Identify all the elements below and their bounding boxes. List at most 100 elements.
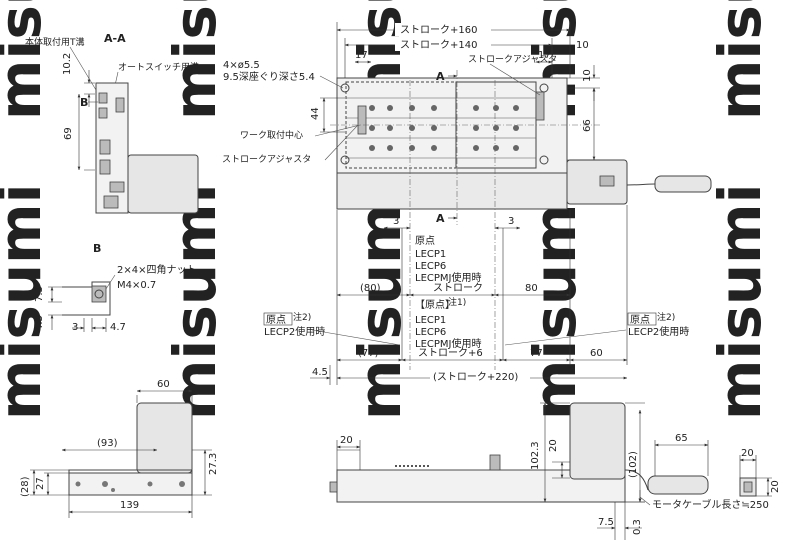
dim-17-right: 17 [538,50,551,61]
dim-stroke-plus-220: (ストローク+220) [433,371,518,383]
section-mark-bottom: A [436,212,445,225]
dim-60-end: 60 [157,379,170,390]
side-view: 20 102.3 20 (102) 65 20 20 モータケーブル長さ≒250… [329,402,781,540]
body-mount-slot-label: 本体取付用T溝 [25,36,85,48]
nut-spec-label: 2×4×四角ナット [117,264,196,276]
dim-20-conn-b: 20 [770,480,781,493]
dim-3-right: 3 [508,216,514,227]
dim-stroke-160: ストローク+160 [400,24,477,36]
section-mark-top: A [436,70,445,83]
origin-left-label: 原点 [266,314,286,326]
lecp2-right-label: LECP2使用時 [628,325,689,338]
work-mount-center-label: ワーク取付中心 [240,129,303,141]
lecp1-label-b: LECP1 [415,315,446,326]
lecp6-label: LECP6 [415,261,446,272]
dim-69: 69 [63,127,74,140]
section-slot-7 [103,195,119,209]
dim-93: (93) [97,438,118,449]
dim-10-2: 10.2 [62,53,73,75]
dim-102: (102) [628,451,639,478]
watermark-text-9: misumi [521,184,589,420]
section-slot-5 [99,159,111,175]
side-bracket [489,454,501,471]
dim-60-top: 60 [590,348,603,359]
dim-28: (28) [20,476,31,497]
side-cable-plug [647,475,709,495]
stroke-label: ストローク [433,282,483,294]
origin-bracket-label: 【原点】 [415,299,455,311]
detail-b-view: B 2×4×四角ナット M4×0.7 7.3 4.5 3 4.7 [34,242,196,333]
section-slot-1 [98,92,108,104]
auto-switch-slot-label: オートスイッチ用溝 [118,61,199,73]
dim-139: 139 [120,500,139,511]
dim-20-left: 20 [340,435,353,446]
counterbore-spec-label: 9.5深座ぐり深さ5.4 [223,70,315,83]
section-slot-6 [109,181,125,193]
cable-plug [654,175,712,193]
dim-80: 80 [525,283,538,294]
table-body [336,77,568,174]
detail-b-title: B [93,242,101,255]
watermark: misumi misumi misumi misumi misumi misum… [0,0,774,420]
dim-10-top: 10 [576,40,589,51]
stroke-adjuster-left-label: ストロークアジャスタ [222,154,311,165]
dim-4-7: 4.7 [110,322,126,333]
note-1: 注1) [448,296,466,308]
note-2-right: 注2) [657,311,675,323]
dim-0-3: 0.3 [632,519,643,535]
dim-10-side: 10 [582,69,593,82]
watermark-text-6: misumi [0,184,54,420]
dim-65: 65 [675,433,688,444]
origin-right-label: 原点 [630,314,650,326]
dim-stroke-140: ストローク+140 [400,39,477,51]
side-motor-block [569,402,626,480]
stroke-adjuster-top-label: ストロークアジャスタ [468,54,557,65]
actuator-rail [336,172,568,210]
watermark-text-10: misumi [706,184,774,420]
square-nut [91,285,107,303]
watermark-text-7: misumi [161,184,229,420]
dim-77-paren: (77) [358,348,379,359]
lecpmj-label-b: LECPMJ使用時 [415,337,481,350]
dim-7-5: 7.5 [598,517,614,528]
dim-44: 44 [310,107,321,120]
lecp1-label: LECP1 [415,249,446,260]
lecpmj-label: LECPMJ使用時 [415,271,481,284]
dim-27-3: 27.3 [208,453,219,475]
dim-27: 27 [35,477,46,490]
side-end-cap [329,481,338,493]
note-2-left: 注2) [293,311,311,323]
section-motor-block [127,154,199,214]
dim-17-left: 17 [355,50,368,61]
mount-hole-tl [340,83,350,93]
section-slot-3 [115,97,125,113]
dim-80-paren: (80) [360,283,381,294]
watermark-text-2: misumi [161,0,229,120]
mount-hole-bl [340,155,350,165]
section-slot-4 [99,139,111,155]
watermark-text-8: misumi [346,184,414,420]
thread-spec-label: M4×0.7 [117,280,156,291]
end-base [68,472,193,496]
watermark-text-1: misumi [0,0,54,120]
motor-cable [626,183,656,186]
lecp2-left-label: LECP2使用時 [264,325,325,338]
section-slot-2 [98,107,108,119]
dim-stroke-plus-6: ストローク+6 [418,347,483,359]
dim-77: 77 [530,348,543,359]
mount-hole-br [539,155,549,165]
dim-66: 66 [582,119,593,132]
end-view: 60 (93) 27.3 (28) 27 139 [20,379,219,518]
cable-length-label: モータケーブル長さ≒250 [652,498,769,511]
motor-connector [599,175,615,187]
dim-4-5-top: 4.5 [312,367,328,378]
dim-20-mid: 20 [548,439,559,452]
origin-label: 原点 [415,235,435,247]
end-motor-block [136,402,193,474]
dim-3-left: 3 [393,216,399,227]
detail-b-callout: B [80,96,88,109]
section-a-a-view: A-A 本体取付用T溝 オートスイッチ用溝 10.2 69 B [25,32,199,214]
dim-102-3: 102.3 [530,441,541,470]
top-view: ストローク+160 ストローク+140 10 17 17 ストロークアジャスタ … [222,22,712,385]
